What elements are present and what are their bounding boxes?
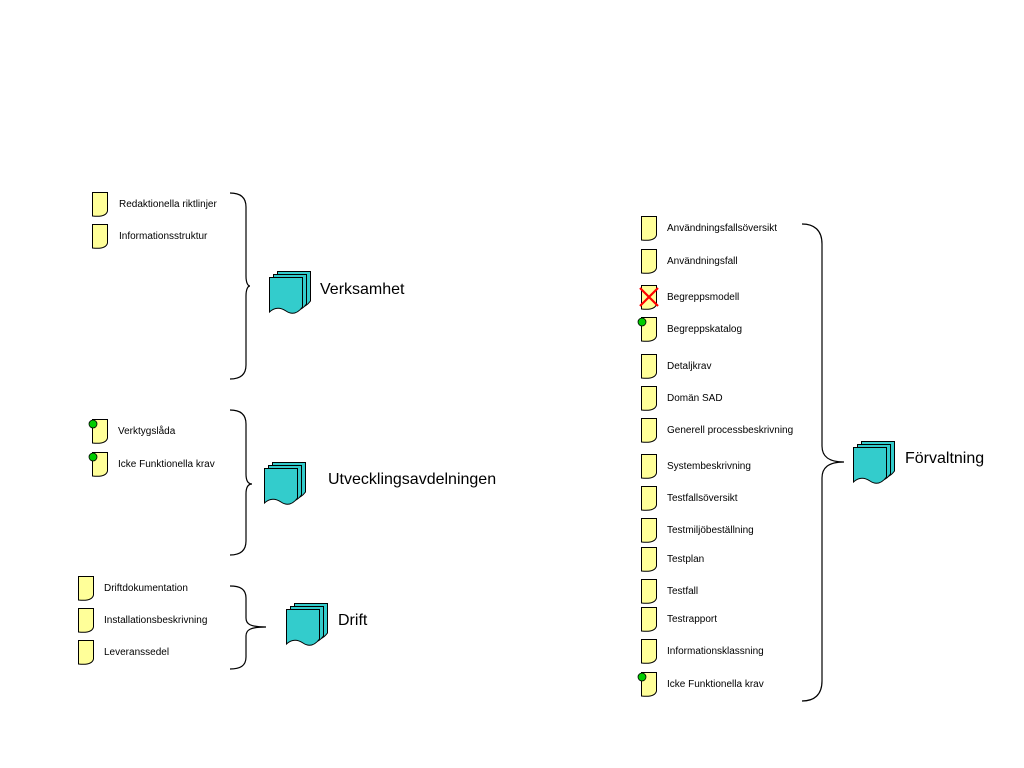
document-icon — [641, 639, 657, 665]
item-label-testrapport: Testrapport — [667, 614, 718, 625]
item-label-verktygslada: Verktygslåda — [118, 426, 176, 437]
group-title-drift: Drift — [338, 612, 368, 629]
document-icon — [641, 579, 657, 605]
document-icon — [78, 576, 94, 602]
item-label-installationsbeskrivning: Installationsbeskrivning — [104, 615, 208, 626]
document-icon — [641, 547, 657, 573]
document-icon — [639, 285, 659, 311]
document-icon — [641, 354, 657, 380]
document-icon — [641, 418, 657, 444]
item-label-testplan: Testplan — [667, 554, 705, 565]
document-icon — [641, 607, 657, 633]
item-label-begreppskatalog: Begreppskatalog — [667, 324, 743, 335]
item-label-icke-funktionella-krav-forvaltning: Icke Funktionella krav — [667, 679, 764, 690]
document-icon — [92, 192, 108, 218]
multi-document-stack-icon — [853, 441, 899, 485]
group-title-verksamhet: Verksamhet — [320, 281, 405, 298]
multi-document-stack-icon — [269, 271, 315, 315]
bracket-verksamhet — [229, 192, 251, 380]
document-icon — [641, 249, 657, 275]
document-icon — [92, 224, 108, 250]
item-label-generell-processbeskrivning: Generell processbeskrivning — [667, 425, 794, 436]
group-title-forvaltning: Förvaltning — [905, 450, 985, 467]
document-icon — [88, 419, 108, 445]
status-dot-icon — [637, 672, 647, 682]
item-label-testfallsoversikt: Testfallsöversikt — [667, 493, 738, 504]
item-label-systembeskrivning: Systembeskrivning — [667, 461, 751, 472]
item-label-driftdokumentation: Driftdokumentation — [104, 583, 188, 594]
item-label-detaljkrav: Detaljkrav — [667, 361, 712, 372]
item-label-doman-sad: Domän SAD — [667, 393, 723, 404]
document-icon — [641, 386, 657, 412]
multi-document-stack-icon — [286, 603, 332, 647]
item-label-icke-funktionella-krav: Icke Funktionella krav — [118, 459, 215, 470]
document-icon — [88, 452, 108, 478]
item-label-informationsstruktur: Informationsstruktur — [119, 231, 208, 242]
item-label-informationsklassning: Informationsklassning — [667, 646, 764, 657]
bracket-drift — [229, 585, 267, 670]
status-dot-icon — [637, 317, 647, 327]
document-icon — [637, 317, 657, 343]
multi-document-stack-icon — [264, 462, 310, 506]
document-icon — [641, 216, 657, 242]
item-label-anvandningsfall: Användningsfall — [667, 256, 738, 267]
status-dot-icon — [88, 452, 98, 462]
item-label-redaktionella-riktlinjer: Redaktionella riktlinjer — [119, 199, 217, 210]
document-icon — [637, 672, 657, 698]
item-label-anvandningsfallsoversikt: Användningsfallsöversikt — [667, 223, 778, 234]
document-icon — [641, 518, 657, 544]
group-title-utvecklingsavdelningen: Utvecklingsavdelningen — [328, 471, 497, 488]
cross-icon — [639, 287, 659, 307]
document-icon — [641, 486, 657, 512]
item-label-testfall: Testfall — [667, 586, 699, 597]
status-dot-icon — [88, 419, 98, 429]
bracket-forvaltning — [801, 223, 845, 702]
document-icon — [641, 454, 657, 480]
item-label-testmiljobestallning: Testmiljöbeställning — [667, 525, 754, 536]
item-label-begreppsmodell: Begreppsmodell — [667, 292, 740, 303]
item-label-leveranssedel: Leveranssedel — [104, 647, 170, 658]
document-icon — [78, 608, 94, 634]
document-icon — [78, 640, 94, 666]
bracket-utveckling — [229, 409, 253, 556]
